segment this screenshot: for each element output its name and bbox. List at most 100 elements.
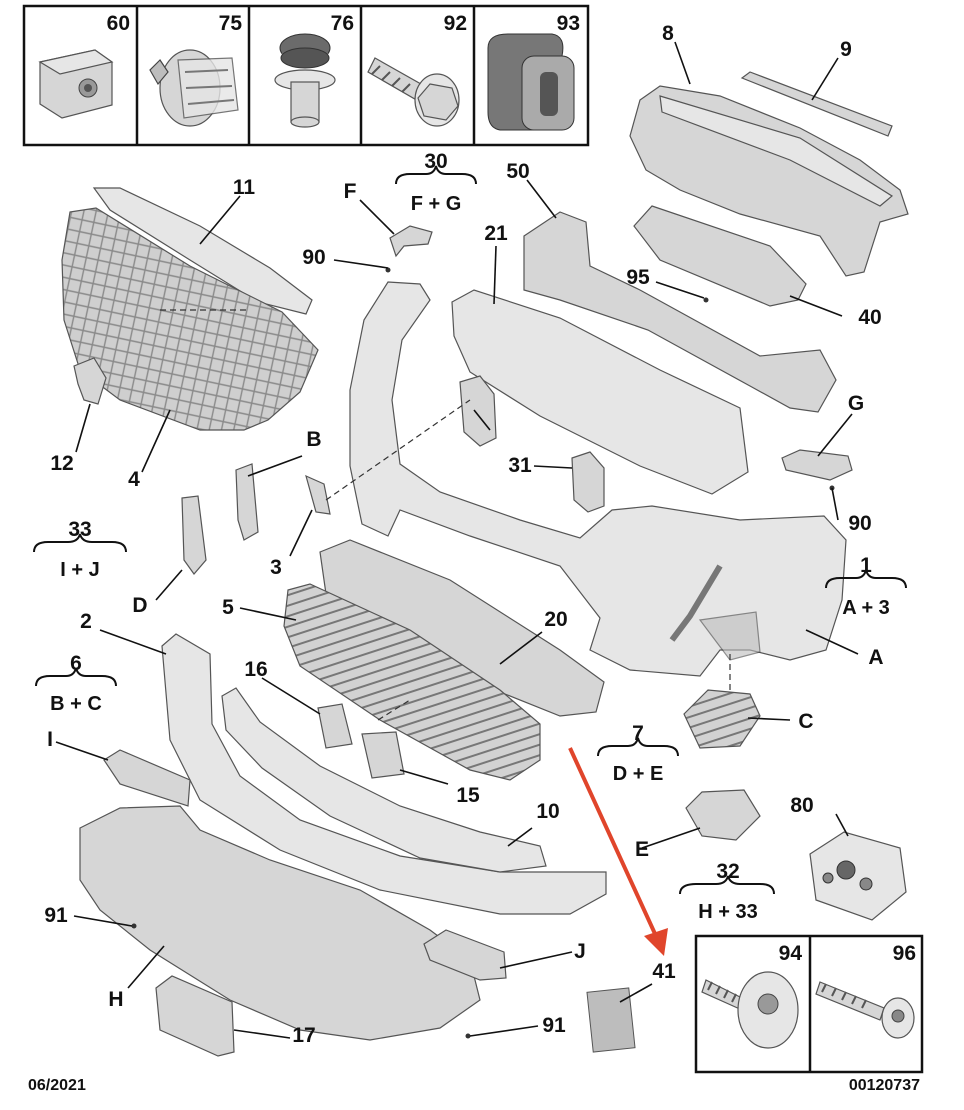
label-80: 80 — [790, 794, 813, 817]
bracket-F — [389, 225, 433, 258]
label-90b: 90 — [848, 512, 871, 535]
group-32-members: H + 33 — [698, 901, 757, 923]
label-H: H — [108, 988, 123, 1011]
bracket-31b — [571, 451, 605, 513]
label-50: 50 — [506, 160, 529, 183]
box-label-94: 94 — [779, 942, 803, 965]
box-label-60: 60 — [107, 12, 130, 35]
box-label-96: 96 — [893, 942, 916, 965]
label-16: 16 — [244, 658, 267, 681]
bumper-cover-A — [349, 281, 847, 677]
bracket-J — [423, 929, 507, 981]
label-8: 8 — [662, 22, 674, 45]
cover-16 — [317, 703, 353, 749]
label-3: 3 — [270, 556, 282, 579]
screw-94 — [701, 971, 799, 1049]
label-31: 31 — [508, 454, 532, 477]
label-40: 40 — [858, 306, 881, 329]
label-32: 32 — [716, 860, 739, 883]
label-F: F — [344, 180, 357, 203]
label-41: 41 — [652, 960, 676, 983]
label-C: C — [798, 710, 813, 733]
part-labels: 8 9 11 50 21 F 90 95 40 G 90 31 12 4 B 3… — [44, 22, 883, 1047]
label-10: 10 — [536, 800, 559, 823]
label-17: 17 — [292, 1024, 315, 1047]
label-30: 30 — [424, 150, 447, 173]
upper-trim-11 — [92, 187, 313, 315]
label-15: 15 — [456, 784, 480, 807]
undertray-H — [79, 805, 481, 1041]
rivet-76 — [274, 33, 336, 128]
hardware-box-bottom: 94 96 — [694, 934, 924, 1074]
label-91b: 91 — [542, 1014, 566, 1037]
label-21: 21 — [484, 222, 508, 245]
label-91a: 91 — [44, 904, 68, 927]
spoiler-10 — [221, 687, 547, 873]
lower-trim-2 — [161, 633, 607, 915]
panel-17 — [155, 975, 235, 1057]
label-1: 1 — [860, 554, 872, 577]
label-B: B — [306, 428, 321, 451]
shield-40 — [633, 205, 807, 307]
grommet-93 — [487, 33, 575, 131]
date-code: 06/2021 — [28, 1077, 86, 1094]
bracket-31a — [459, 375, 497, 447]
label-41 — [586, 987, 636, 1053]
parts-drawings — [61, 71, 909, 1057]
fog-cover-E — [685, 789, 761, 841]
label-I: I — [47, 728, 53, 751]
grille-4 — [61, 207, 319, 431]
strip-9 — [740, 71, 893, 137]
lower-grille-5 — [283, 583, 541, 781]
upper-support-8 — [629, 85, 909, 277]
fog-cover-C — [683, 689, 761, 749]
bracket-12 — [73, 357, 107, 405]
label-D: D — [132, 594, 147, 617]
absorber-21 — [451, 289, 749, 495]
assembly-lines — [160, 309, 731, 721]
bracket-G — [781, 449, 853, 481]
bolt-92 — [367, 57, 460, 127]
label-4: 4 — [128, 468, 140, 491]
label-11: 11 — [233, 176, 256, 199]
label-6: 6 — [70, 652, 82, 675]
trim-D — [181, 495, 207, 575]
trim-B — [235, 463, 259, 541]
group-braces — [33, 165, 907, 895]
push-clip-75 — [149, 49, 239, 127]
group-6-members: B + C — [50, 693, 102, 715]
leader-lines — [55, 41, 859, 1039]
label-95: 95 — [626, 266, 650, 289]
group-labels: 30 F + G 33 I + J 1 A + 3 6 B + C 7 D + … — [50, 150, 890, 923]
label-7: 7 — [632, 722, 644, 745]
kit-box-80 — [809, 831, 907, 921]
box-label-93: 93 — [557, 12, 580, 35]
group-1-members: A + 3 — [842, 597, 890, 619]
group-30-members: F + G — [411, 193, 462, 215]
beam-50 — [523, 211, 837, 413]
label-5: 5 — [222, 596, 234, 619]
label-33: 33 — [68, 518, 91, 541]
bracket-I — [103, 749, 191, 807]
red-arrow — [568, 747, 668, 956]
label-J: J — [574, 940, 586, 963]
hardware-box-top: 60 75 76 92 93 — [22, 4, 590, 147]
label-A: A — [868, 646, 883, 669]
box-label-76: 76 — [331, 12, 354, 35]
cover-15 — [361, 731, 405, 779]
reference-number: 00120737 — [849, 1077, 920, 1094]
clip-nut-60 — [38, 49, 114, 119]
group-7-members: D + E — [613, 763, 664, 785]
box-label-92: 92 — [444, 12, 467, 35]
box-label-75: 75 — [219, 12, 243, 35]
screw-96 — [815, 981, 915, 1039]
label-12: 12 — [50, 452, 73, 475]
label-E: E — [635, 838, 649, 861]
label-9: 9 — [840, 38, 852, 61]
label-90a: 90 — [302, 246, 325, 269]
label-2: 2 — [80, 610, 92, 633]
label-G: G — [848, 392, 864, 415]
cap-3 — [305, 474, 331, 515]
label-20: 20 — [544, 608, 567, 631]
